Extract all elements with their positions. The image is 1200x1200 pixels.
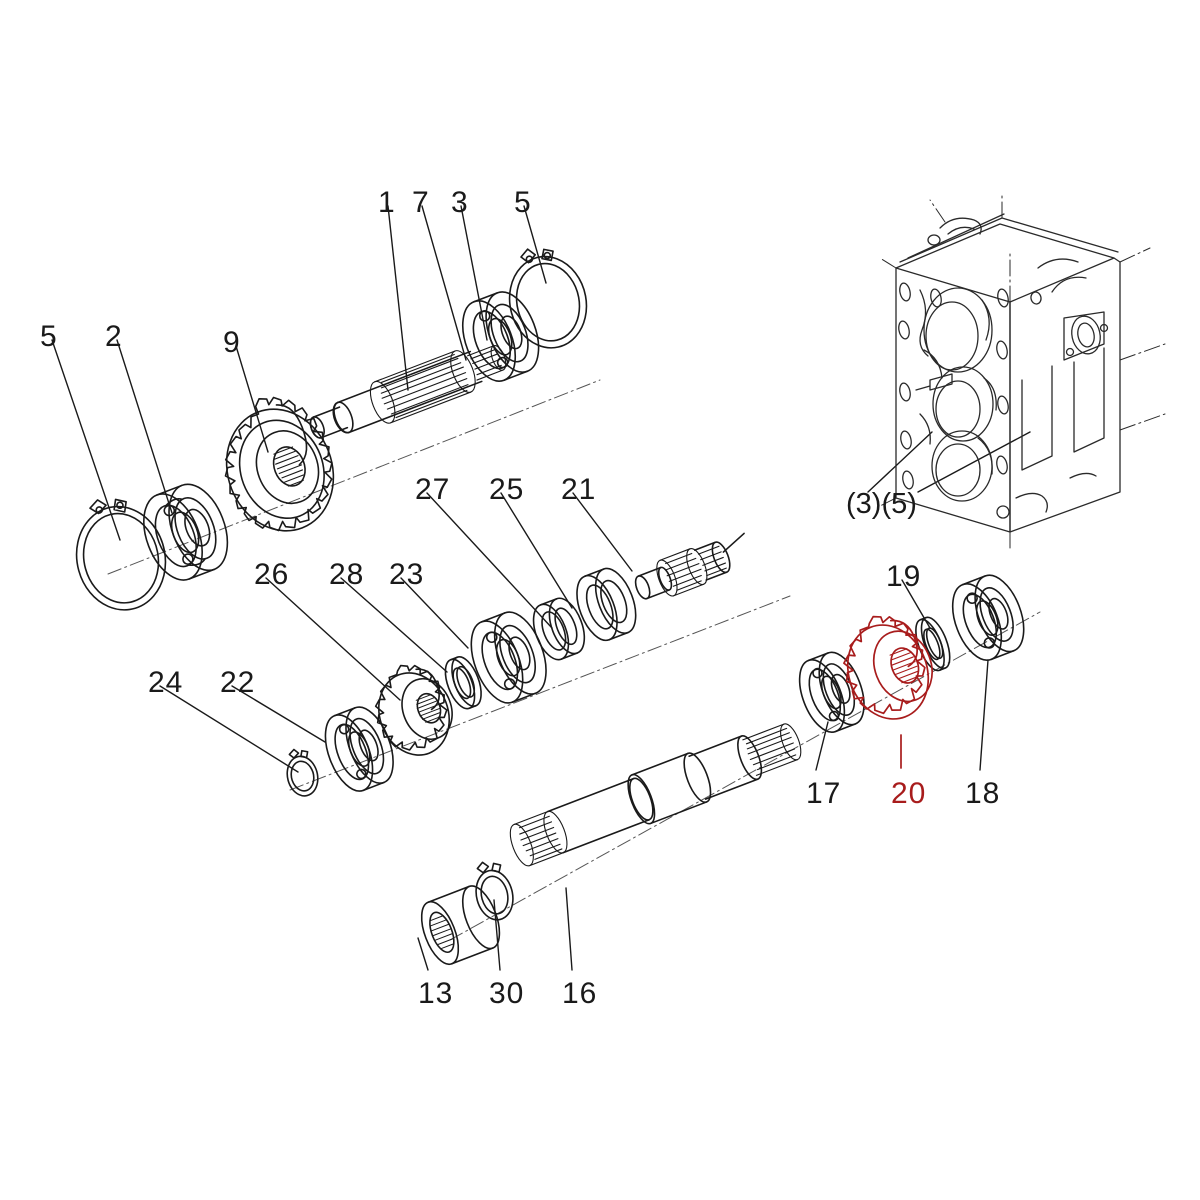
callout-label-5: 5 (514, 186, 532, 219)
callout-label-13: 13 (418, 977, 454, 1010)
part-7-spline-section (369, 350, 476, 424)
leader-lines-right (815, 431, 1031, 771)
part-20-highlighted-gear (843, 615, 933, 769)
callout-label-18: 18 (965, 777, 1001, 810)
callout-label-23: 23 (389, 558, 425, 591)
part-25-bushing (576, 567, 637, 642)
callout-label-2: 2 (105, 320, 123, 353)
callout-label-28: 28 (329, 558, 365, 591)
part-13-coupling-sleeve (420, 885, 501, 966)
callout-label-5: 5 (40, 320, 58, 353)
part-1-input-shaft (309, 345, 507, 439)
callout-label-25: 25 (489, 473, 525, 506)
part-2-ball-bearing (143, 483, 229, 581)
callout-label-7: 7 (412, 186, 430, 219)
callout-label-9: 9 (223, 326, 241, 359)
part-17-ball-bearing (798, 651, 865, 733)
part-5-snap-ring-left (75, 498, 167, 611)
part-24-retaining-ring (286, 748, 319, 797)
leader-lines-upper-right (387, 205, 547, 391)
callout-label-27: 27 (415, 473, 451, 506)
callout-label-22: 22 (220, 666, 256, 699)
part-28-thrust-washer (444, 656, 482, 710)
callout-label-3: 3 (451, 186, 469, 219)
part-5-snap-ring-right (508, 248, 588, 349)
part-30-retaining-ring (475, 861, 514, 921)
leader-lines-middle (159, 492, 633, 773)
callout-label-20: 20 (891, 777, 927, 810)
part-27-spacer-collar (532, 597, 586, 661)
part-21-counter-shaft (634, 532, 745, 600)
transmission-case-illustration (879, 195, 1166, 553)
callout-label-19: 19 (886, 560, 922, 593)
leader-lines-bottom (417, 887, 573, 971)
part-23-ball-bearing (470, 611, 547, 704)
part-26-gear (374, 664, 453, 756)
part-3-ball-bearing (461, 291, 540, 382)
callout-label-17: 17 (806, 777, 842, 810)
callout-label-24: 24 (148, 666, 184, 699)
callout-label-30: 30 (489, 977, 525, 1010)
assembly-centerlines (107, 379, 1041, 941)
part-18-ball-bearing (951, 574, 1025, 661)
leader-lines-upper-left (51, 339, 269, 541)
callout-label-21: 21 (561, 473, 597, 506)
callout-label-1: 1 (378, 186, 396, 219)
part-22-ball-bearing (324, 706, 394, 792)
part-16-output-shaft (509, 723, 802, 867)
callout-label-16: 16 (562, 977, 598, 1010)
part-19-thrust-washer (915, 616, 951, 672)
callout-label-26: 26 (254, 558, 290, 591)
part-9-spur-gear (224, 396, 335, 532)
callout-label-35: (3)(5) (846, 488, 917, 520)
